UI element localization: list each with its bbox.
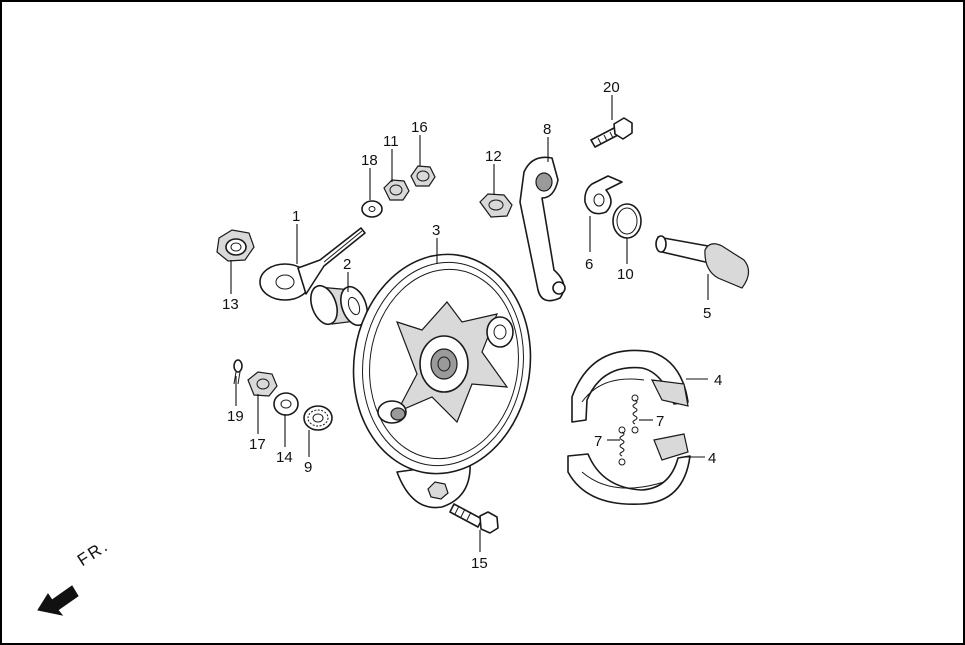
part-3-brake-panel [352, 253, 532, 509]
front-direction-arrow-icon [37, 585, 79, 616]
callout-19: 19 [227, 408, 244, 425]
callout-4-upper: 4 [714, 372, 722, 389]
part-17-nut [247, 371, 278, 397]
part-11-nut [383, 179, 410, 201]
callout-9: 9 [304, 459, 312, 476]
callout-12: 12 [485, 148, 502, 165]
part-1-adjuster [259, 227, 366, 301]
callout-11: 11 [383, 133, 399, 150]
callout-17: 17 [249, 436, 266, 453]
part-12-nut [479, 193, 513, 218]
part-20-bolt [590, 117, 633, 148]
callout-7-lower: 7 [594, 433, 602, 450]
part-7-spring-lower [618, 426, 626, 466]
callout-5: 5 [703, 305, 711, 322]
part-7-spring-upper [631, 394, 639, 434]
callout-7-upper: 7 [656, 413, 664, 430]
part-13-nut [216, 229, 255, 262]
part-18-washer [361, 200, 383, 218]
callout-16: 16 [411, 119, 428, 136]
part-5-cam [655, 235, 750, 289]
callout-15: 15 [471, 555, 488, 572]
callout-18: 18 [361, 152, 378, 169]
callout-3: 3 [432, 222, 440, 239]
part-2-collar [310, 284, 368, 327]
part-4-brake-shoe-upper [571, 349, 689, 423]
callout-4-lower: 4 [708, 450, 716, 467]
part-16-nut [410, 165, 436, 187]
part-6-indicator-plate [584, 175, 623, 215]
part-4-brake-shoe-lower [567, 433, 691, 506]
leader-lines [230, 95, 709, 552]
part-8-brake-arm [519, 156, 566, 302]
callout-10: 10 [617, 266, 634, 283]
callout-2: 2 [343, 256, 351, 273]
part-19-cotter-pin [233, 359, 243, 385]
part-9-seal [303, 405, 333, 431]
part-14-washer [273, 392, 299, 416]
part-10-o-ring [612, 203, 642, 239]
callout-6: 6 [585, 256, 593, 273]
callout-14: 14 [276, 449, 293, 466]
callout-1: 1 [292, 208, 300, 225]
callout-20: 20 [603, 79, 620, 96]
callout-13: 13 [222, 296, 239, 313]
callout-8: 8 [543, 121, 551, 138]
part-15-bolt [449, 503, 499, 534]
